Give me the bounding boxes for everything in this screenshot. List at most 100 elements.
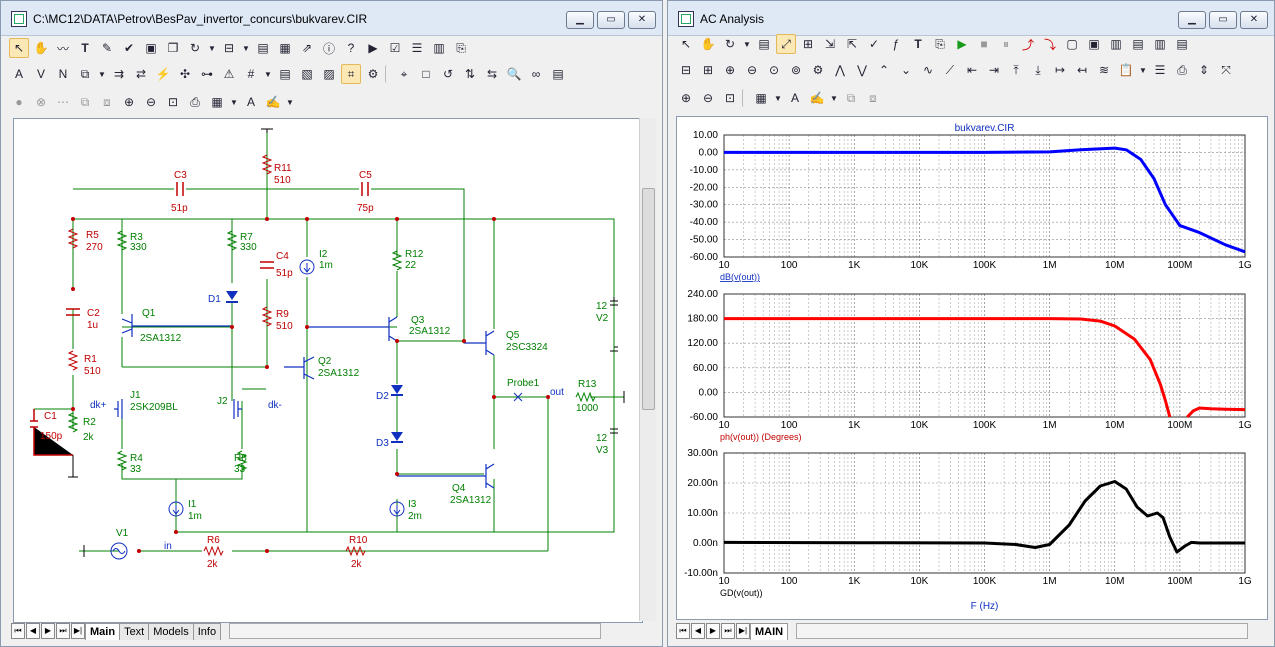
end-icon[interactable]: ▶|: [736, 623, 750, 639]
zoom-3-icon[interactable]: ⊙: [768, 63, 780, 77]
schematic-horizontal-scrollbar[interactable]: [229, 623, 602, 639]
tab-main[interactable]: Main: [85, 622, 121, 640]
close-button[interactable]: ✕: [628, 11, 656, 29]
attribute-icon[interactable]: ⧉: [80, 66, 90, 81]
cursor-prev-icon[interactable]: ↤: [1076, 63, 1088, 77]
info-icon[interactable]: ⓘ: [322, 41, 335, 56]
cursor-low-icon[interactable]: ⌄: [900, 63, 912, 77]
pen-icon[interactable]: ✎: [101, 41, 113, 55]
warning-icon[interactable]: ⚠: [223, 67, 235, 81]
connect-icon[interactable]: ⊶: [201, 67, 213, 81]
ungroup-icon[interactable]: ⧈: [103, 94, 111, 109]
group-icon[interactable]: ⧉: [80, 94, 90, 109]
cursor-left-icon[interactable]: ⇤: [966, 63, 978, 77]
layout-4-icon[interactable]: ▤: [1176, 37, 1188, 51]
color-icon[interactable]: ✍: [265, 95, 281, 109]
zoom-fit-icon[interactable]: ⊡: [724, 91, 736, 105]
first-page-icon[interactable]: ⏮: [676, 623, 690, 639]
cursor-inflect-icon[interactable]: ∿: [922, 63, 934, 77]
list-icon[interactable]: ☰: [411, 41, 423, 55]
close-button[interactable]: ✕: [1240, 11, 1268, 29]
text-tool-icon[interactable]: T: [81, 41, 89, 55]
chevron-down-icon[interactable]: ▼: [230, 97, 238, 107]
zoom-in-icon[interactable]: ⊕: [123, 95, 135, 109]
checkbox-icon[interactable]: ☑: [389, 41, 401, 55]
cursor-high-icon[interactable]: ⌃: [878, 63, 890, 77]
binoculars-icon[interactable]: ∞: [531, 67, 541, 81]
zoom-fit-icon[interactable]: ⊡: [167, 95, 179, 109]
group-icon[interactable]: ⧉: [846, 90, 856, 105]
rotate-icon[interactable]: ↻: [189, 41, 201, 55]
scale-icon[interactable]: ⤢: [776, 34, 796, 54]
more-icon[interactable]: ⋯: [57, 95, 69, 109]
schematic-canvas[interactable]: R11 510 C3 51p C5 75p R5 270 R3 330 R7 3…: [13, 118, 643, 623]
chevron-down-icon[interactable]: ▼: [242, 43, 250, 53]
chevron-down-icon[interactable]: ▼: [830, 93, 838, 103]
clipboard-icon[interactable]: 📋: [1118, 63, 1134, 77]
prev-page-icon[interactable]: ◀: [26, 623, 40, 639]
cursor-max-icon[interactable]: ⤒: [1013, 62, 1019, 77]
cancel-circle-icon[interactable]: ⊗: [35, 95, 47, 109]
cursor-peak-icon[interactable]: ⋀: [835, 63, 845, 77]
cursor-min-icon[interactable]: ⤓: [1035, 62, 1041, 77]
print-icon[interactable]: ⎙: [190, 94, 200, 109]
zoom-2-icon[interactable]: ⊖: [746, 63, 758, 77]
minus-box-icon[interactable]: ⊟: [680, 63, 692, 77]
next-page-icon[interactable]: ▶: [706, 623, 720, 639]
last-page-icon[interactable]: ⏭: [56, 623, 70, 639]
cursor-right-icon[interactable]: ⇥: [988, 63, 1000, 77]
grid-icon[interactable]: #: [247, 67, 255, 81]
mirror-v-icon[interactable]: ⇅: [464, 67, 476, 81]
wire-icon[interactable]: 〰: [56, 41, 69, 56]
last-page-icon[interactable]: ⏭: [721, 623, 735, 639]
frame-grid-icon[interactable]: ▣: [1088, 37, 1100, 51]
node-names-icon[interactable]: A: [14, 67, 23, 81]
select-arrow-icon[interactable]: ↖: [9, 38, 29, 58]
function-icon[interactable]: ƒ: [892, 37, 900, 51]
run-icon[interactable]: ▶: [957, 37, 967, 51]
next-page-icon[interactable]: ▶: [41, 623, 55, 639]
mirror-h-icon[interactable]: ⇆: [486, 67, 498, 81]
current-icon[interactable]: ⇉: [113, 67, 125, 81]
sheet-icon[interactable]: ▨: [323, 67, 335, 81]
table-icon[interactable]: ▦: [279, 41, 291, 55]
check-pen-icon[interactable]: ✔: [123, 41, 135, 55]
pan-hand-icon[interactable]: ✋: [700, 37, 716, 51]
step-icon[interactable]: ⤴: [1021, 37, 1034, 52]
pause-icon[interactable]: ⏸: [1002, 36, 1009, 51]
text-tool-icon[interactable]: T: [914, 37, 922, 51]
power-icon[interactable]: ⚡: [155, 67, 171, 81]
properties-icon[interactable]: ⚙: [812, 63, 824, 77]
cursor-next-icon[interactable]: ↦: [1054, 63, 1066, 77]
find-icon[interactable]: 🔍: [506, 67, 522, 81]
chevron-down-icon[interactable]: ▼: [98, 69, 106, 79]
ungroup-icon[interactable]: ⧈: [869, 90, 877, 105]
picture-icon[interactable]: ▤: [257, 41, 269, 55]
component-icon[interactable]: ▣: [145, 41, 157, 55]
chevron-down-icon[interactable]: ▼: [743, 39, 751, 49]
rotate-left-icon[interactable]: ↺: [442, 67, 454, 81]
maximize-button[interactable]: ▭: [597, 11, 625, 29]
cursor-valley-icon[interactable]: ⋁: [857, 63, 867, 77]
chevron-down-icon[interactable]: ▼: [774, 93, 782, 103]
schematic-titlebar[interactable]: C:\MC12\DATA\Petrov\BesPav_invertor_conc…: [1, 1, 662, 36]
layout-2-icon[interactable]: ▤: [1132, 37, 1144, 51]
select-arrow-icon[interactable]: ↖: [680, 37, 692, 51]
color-icon[interactable]: ✍: [809, 91, 825, 105]
zoom-in-icon[interactable]: ⊕: [680, 91, 692, 105]
export-icon[interactable]: ⎘: [456, 40, 466, 55]
cursor-mode-icon[interactable]: ⌗: [341, 64, 361, 84]
link-icon[interactable]: ⇗: [301, 41, 313, 55]
tile-icon[interactable]: ▦: [211, 95, 223, 109]
property-icon[interactable]: ⚙: [367, 67, 379, 81]
picture-icon[interactable]: ▤: [758, 37, 770, 51]
stop-circle-icon[interactable]: ●: [15, 95, 23, 109]
report-icon[interactable]: ▤: [552, 67, 564, 81]
plus-box-icon[interactable]: ⊞: [702, 63, 714, 77]
chevron-down-icon[interactable]: ▼: [264, 69, 272, 79]
analysis-titlebar[interactable]: AC Analysis ▁ ▭ ✕: [668, 1, 1274, 36]
doc-icon[interactable]: ▧: [301, 67, 313, 81]
chevron-down-icon[interactable]: ▼: [286, 97, 294, 107]
zoom-4-icon[interactable]: ⊚: [790, 63, 802, 77]
